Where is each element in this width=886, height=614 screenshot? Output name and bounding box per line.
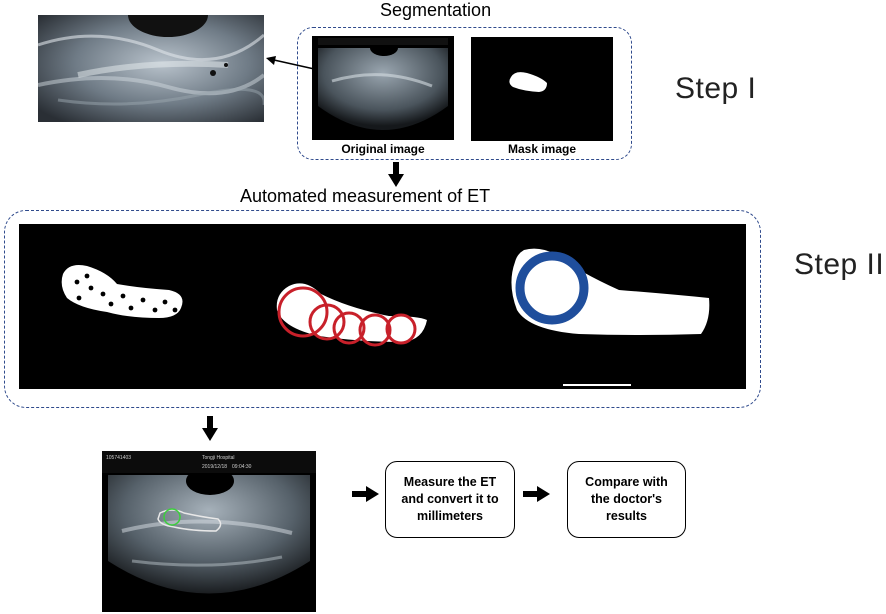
mask-image-caption: Mask image — [507, 142, 577, 156]
zoomed-ultrasound-image — [38, 15, 264, 122]
overlay-id: 105741403 — [106, 455, 131, 461]
max-inscribed-circle — [515, 251, 589, 325]
original-image-caption: Original image — [341, 142, 425, 156]
overlay-time: 09:04:30 — [232, 464, 252, 470]
right-arrow-2 — [523, 486, 550, 502]
inscribed-circles — [277, 286, 417, 347]
process-box-compare: Compare with the doctor's results — [567, 461, 686, 538]
overlay-hospital: Tongji Hospital — [202, 455, 235, 461]
step-2-label: Step II — [794, 248, 885, 281]
segmentation-frame — [297, 27, 632, 160]
mask-image — [471, 37, 613, 141]
measurement-panel — [19, 224, 746, 389]
process-box-measure: Measure the ET and convert it to millime… — [385, 461, 515, 538]
mask-shape-graphic — [509, 72, 547, 92]
original-image — [312, 36, 454, 140]
step-1-label: Step I — [675, 72, 757, 105]
mask-with-points — [61, 265, 183, 318]
measurement-title: Automated measurement of ET — [240, 186, 491, 206]
result-ultrasound-graphic: 105741403 Tongji Hospital 2019/12/18 09:… — [102, 451, 316, 594]
down-arrow-2 — [202, 416, 218, 441]
result-ultrasound-image: 105741403 Tongji Hospital 2019/12/18 09:… — [102, 451, 316, 612]
sample-points — [74, 273, 178, 313]
measurement-frame — [4, 210, 761, 408]
original-ultrasound-graphic — [318, 38, 448, 130]
segmented-contour — [157, 509, 222, 532]
measurement-graphic — [61, 248, 710, 386]
zoomed-ultrasound-graphic — [38, 15, 264, 122]
overlay-date: 2019/12/18 — [202, 464, 227, 470]
right-arrow-1 — [352, 486, 379, 502]
measured-circle — [163, 508, 181, 526]
down-arrow-1 — [388, 162, 404, 187]
segmentation-title: Segmentation — [380, 0, 492, 20]
